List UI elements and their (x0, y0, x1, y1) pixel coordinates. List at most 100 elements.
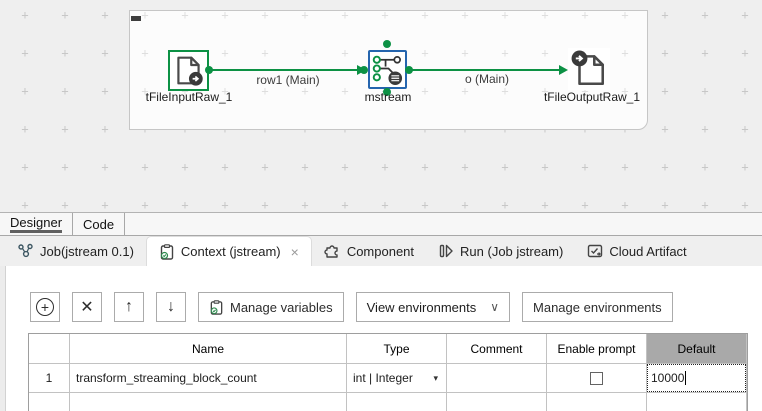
grid-cross-mark: + (741, 84, 749, 98)
column-header-type[interactable]: Type (347, 334, 447, 364)
grid-cross-mark: + (701, 160, 709, 174)
view-environments-select[interactable]: View environments ∨ (355, 292, 511, 322)
grid-cross-mark: + (141, 160, 149, 174)
connection-o-label[interactable]: o (Main) (464, 72, 509, 86)
table-row: 1 transform_streaming_block_count int | … (29, 364, 747, 393)
grid-cross-mark: + (581, 8, 589, 22)
component-label-tfileoutputraw[interactable]: tFileOutputRaw_1 (543, 90, 641, 104)
canvas-collapse-handle[interactable] (131, 16, 141, 21)
grid-cross-mark: + (101, 8, 109, 22)
variable-comment-cell[interactable] (447, 364, 547, 393)
grid-cross-mark: + (181, 160, 189, 174)
grid-cross-mark: + (141, 8, 149, 22)
text-cursor (685, 371, 687, 385)
table-header-row: Name Type Comment Enable prompt Default (29, 334, 747, 364)
manage-environments-label: Manage environments (533, 299, 662, 315)
connection-row1-line[interactable] (210, 69, 359, 71)
input-anchor-dot[interactable] (360, 66, 368, 74)
close-icon[interactable]: × (290, 243, 299, 260)
clipboard-icon (210, 299, 223, 315)
design-canvas-area[interactable]: ++++++++++++++++++++++++++++++++++++++++… (0, 0, 762, 212)
connection-o-line[interactable] (412, 69, 561, 71)
grid-cross-mark: + (221, 198, 229, 212)
variable-name-cell[interactable] (70, 393, 347, 411)
tab-cloud-artifact[interactable]: Cloud Artifact (575, 236, 698, 266)
connection-o-arrowhead-icon (559, 65, 568, 75)
component-label-tfileinputraw[interactable]: tFileInputRaw_1 (145, 90, 233, 104)
grid-cross-mark: + (501, 8, 509, 22)
grid-cross-mark: + (461, 8, 469, 22)
tab-run[interactable]: Run (Job jstream) (426, 236, 575, 266)
variable-comment-cell[interactable] (447, 393, 547, 411)
column-header-name[interactable]: Name (70, 334, 347, 364)
grid-cross-mark: + (541, 198, 549, 212)
column-header-index[interactable] (29, 334, 70, 364)
editor-tab-bar: Designer Code (0, 212, 762, 236)
connection-row1-label[interactable]: row1 (Main) (256, 73, 320, 87)
add-variable-button[interactable]: + (30, 292, 60, 322)
grid-cross-mark: + (461, 198, 469, 212)
tab-context[interactable]: Context (jstream) × (145, 236, 312, 266)
grid-cross-mark: + (181, 198, 189, 212)
collapsed-panel-strip[interactable] (0, 266, 6, 411)
enable-prompt-cell[interactable] (547, 393, 647, 411)
variable-type-cell[interactable]: int | Integer ▾ (347, 364, 447, 393)
component-label-mstream[interactable]: mstream (364, 90, 412, 104)
move-up-button[interactable]: ↑ (114, 292, 144, 322)
tab-code[interactable]: Code (73, 213, 126, 235)
grid-cross-mark: + (581, 198, 589, 212)
delete-variable-button[interactable]: ✕ (72, 292, 102, 322)
tab-designer[interactable]: Designer (0, 213, 74, 235)
grid-cross-mark: + (741, 46, 749, 60)
grid-cross-mark: + (701, 46, 709, 60)
grid-cross-mark: + (701, 122, 709, 136)
type-dropdown-caret-icon[interactable]: ▾ (433, 372, 438, 383)
context-icon (160, 243, 174, 260)
variable-name-cell[interactable]: transform_streaming_block_count (70, 364, 347, 393)
run-icon (439, 244, 453, 258)
output-anchor-dot[interactable] (405, 66, 413, 74)
row-index-cell[interactable] (29, 393, 70, 411)
column-header-enable-prompt[interactable]: Enable prompt (547, 334, 647, 364)
tab-job[interactable]: Job(jstream 0.1) (6, 236, 146, 266)
output-anchor-dot[interactable] (205, 66, 213, 74)
job-icon (18, 243, 33, 258)
grid-cross-mark: + (661, 8, 669, 22)
grid-cross-mark: + (141, 198, 149, 212)
tab-component[interactable]: Component (312, 236, 426, 266)
table-empty-row (29, 393, 747, 411)
context-variables-table: Name Type Comment Enable prompt Default … (28, 333, 748, 411)
grid-cross-mark: + (501, 84, 509, 98)
grid-cross-mark: + (261, 84, 269, 98)
column-header-default[interactable]: Default (647, 334, 747, 364)
grid-cross-mark: + (61, 122, 69, 136)
input-anchor-dot[interactable] (383, 40, 391, 48)
output-anchor-dot[interactable] (383, 88, 391, 96)
grid-cross-mark: + (661, 198, 669, 212)
grid-cross-mark: + (741, 198, 749, 212)
component-tfileinputraw[interactable] (168, 50, 209, 91)
row-index-cell[interactable]: 1 (29, 364, 70, 393)
plus-circle-icon: + (36, 298, 54, 316)
grid-cross-mark: + (21, 198, 29, 212)
default-value-cell[interactable]: 10000 (647, 364, 747, 393)
enable-prompt-checkbox[interactable] (590, 371, 603, 385)
grid-cross-mark: + (341, 46, 349, 60)
variable-type-cell[interactable] (347, 393, 447, 411)
grid-cross-mark: + (421, 46, 429, 60)
grid-cross-mark: + (301, 84, 309, 98)
component-mstream[interactable] (368, 50, 407, 89)
default-value-cell[interactable] (647, 393, 747, 411)
column-header-comment[interactable]: Comment (447, 334, 547, 364)
grid-cross-mark: + (541, 160, 549, 174)
tab-component-label: Component (346, 243, 415, 259)
manage-environments-button[interactable]: Manage environments (522, 292, 673, 322)
component-tfileoutputraw[interactable] (568, 48, 610, 90)
grid-cross-mark: + (301, 46, 309, 60)
grid-cross-mark: + (261, 8, 269, 22)
default-value-editor[interactable]: 10000 (647, 364, 746, 392)
move-down-button[interactable]: ↓ (156, 292, 186, 322)
manage-variables-button[interactable]: Manage variables (198, 292, 344, 322)
grid-cross-mark: + (701, 8, 709, 22)
grid-cross-mark: + (301, 198, 309, 212)
